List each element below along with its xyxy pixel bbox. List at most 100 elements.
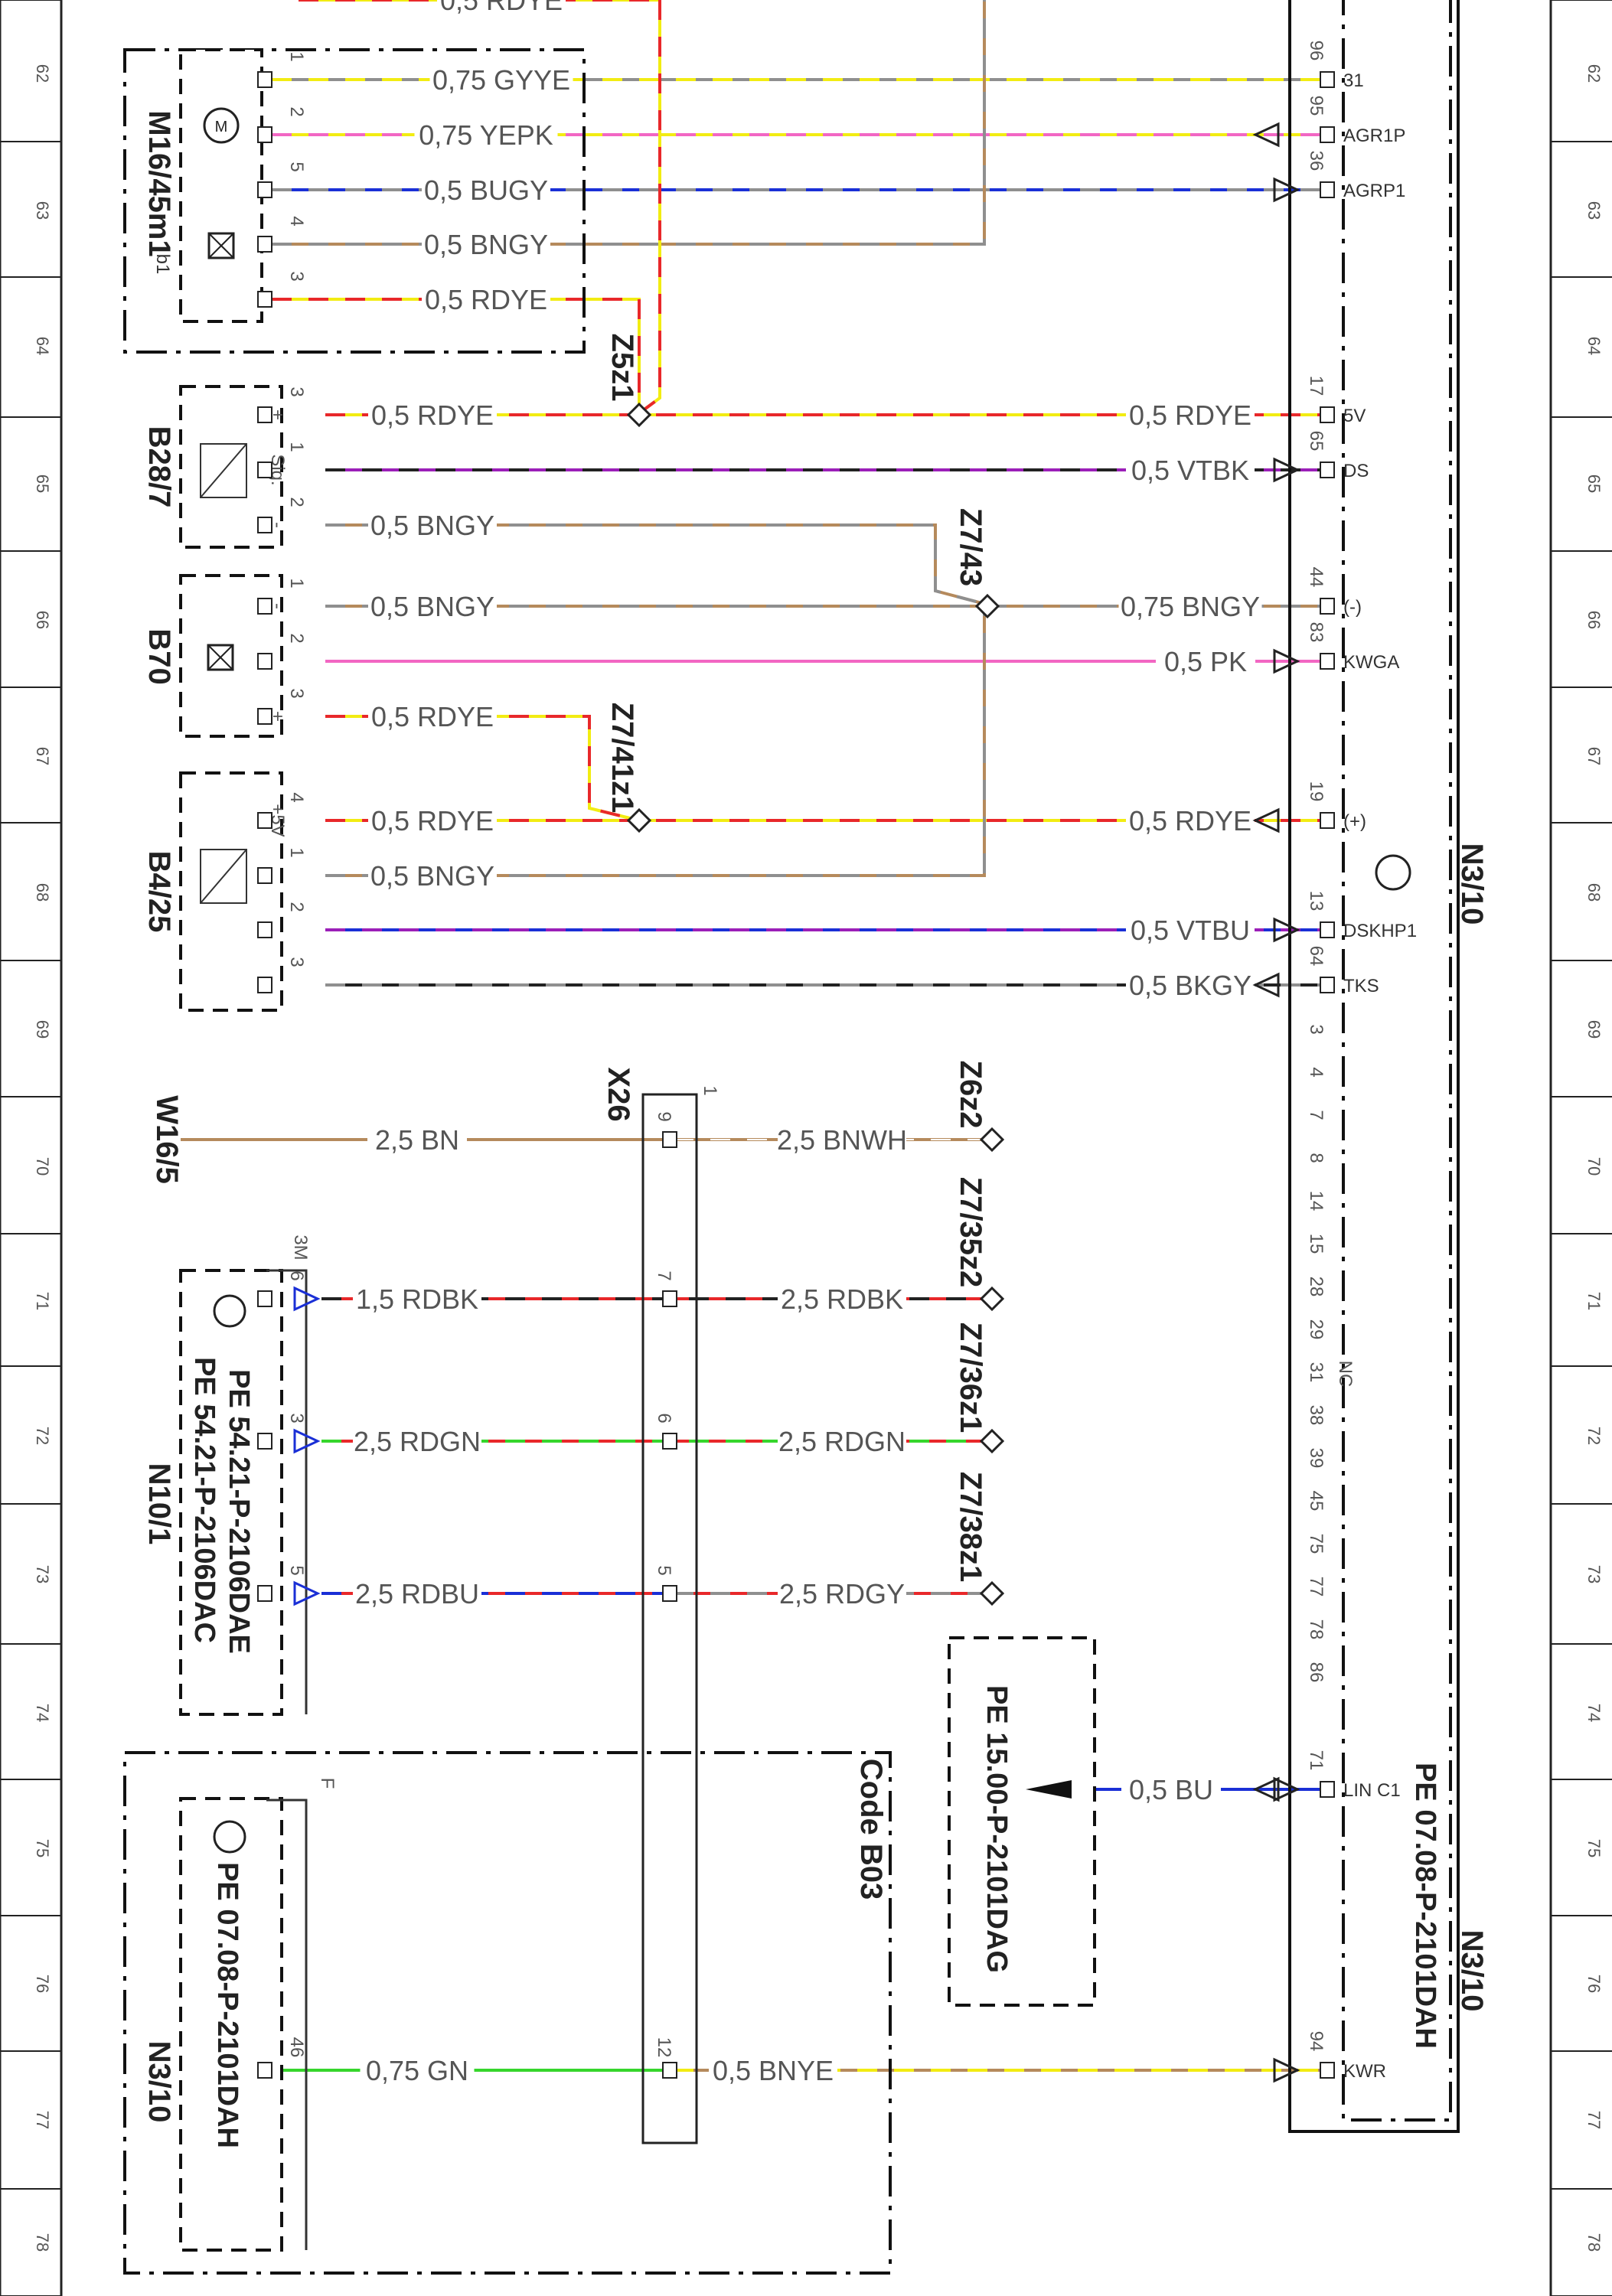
- row-number-right: 71: [1584, 1292, 1604, 1310]
- row-number-left: 77: [33, 2111, 52, 2129]
- wire-label: 2,5 RDBU: [355, 1578, 479, 1609]
- n3-10-component: [1288, 0, 1460, 2133]
- label-splice-z7-36z1: Z7/36z1: [954, 1322, 987, 1433]
- component-labels: M16/45m1 b1 B28/7 Sig. + - B70 - + B4/25…: [142, 110, 1489, 2148]
- x26-pin-number: 7: [654, 1270, 674, 1280]
- n3-pin-signal: AGR1P: [1343, 126, 1405, 146]
- row-number-right: 64: [1584, 337, 1604, 355]
- pressure-sensor-icon: [200, 443, 247, 498]
- connector-pin-number: 3: [286, 271, 307, 281]
- wire-label: 1,5 RDBK: [356, 1283, 478, 1315]
- splice-z7-35z2-node: [979, 1286, 1005, 1312]
- n3-pin-signal: KWGA: [1343, 652, 1399, 673]
- wire-label: 2,5 RDGN: [354, 1426, 481, 1457]
- connector-pin-number: 3: [286, 386, 307, 396]
- label-w16: W16/5: [150, 1095, 184, 1184]
- x26-pin-number: 12: [654, 2037, 674, 2058]
- nc-pin-number: 75: [1306, 1534, 1326, 1554]
- n3-pin-number: 19: [1306, 781, 1326, 802]
- x26-connector: [641, 1093, 698, 2144]
- n3-pin-number: 64: [1306, 946, 1326, 967]
- row-number-right: 76: [1584, 1975, 1604, 1993]
- wire-label: 0,5 RDYE: [1129, 805, 1251, 837]
- x26-pin-number: 9: [654, 1111, 674, 1121]
- nc-pin-number: 86: [1306, 1662, 1326, 1683]
- connector-pin-number: 2: [286, 633, 307, 643]
- wire-label: 0,5 PK: [1164, 646, 1247, 677]
- label-m16: M16/45m1: [142, 110, 176, 256]
- wire-label: 0,5 BNGY: [370, 510, 494, 541]
- connector-pin-number: 1: [286, 847, 307, 857]
- connector-pin-number: 46: [286, 2037, 307, 2058]
- nc-pin-number: 28: [1306, 1277, 1326, 1297]
- x26-pin-number: 6: [654, 1413, 674, 1423]
- wire-label: 0,5 BNGY: [424, 229, 548, 260]
- wire-label: 0,75 GYYE: [432, 64, 570, 96]
- connector-pin-number: 1: [286, 442, 307, 452]
- pin-arrows: [293, 122, 1300, 2083]
- label-b28-minus: -: [267, 522, 288, 528]
- connector-pin-number: 2: [286, 902, 307, 912]
- label-x26: X26: [602, 1067, 635, 1121]
- ground-point-icon: [213, 1820, 246, 1854]
- nc-pin-number: 39: [1306, 1448, 1326, 1469]
- nc-pin-number: 29: [1306, 1319, 1326, 1340]
- wire-label: 0,5 BNGY: [370, 860, 494, 892]
- nc-pin-number: 45: [1306, 1491, 1326, 1512]
- n3-pin-number: 71: [1306, 1750, 1326, 1771]
- row-number-left: 63: [33, 201, 52, 220]
- x26-pin-number: 5: [654, 1565, 674, 1575]
- row-number-right: 65: [1584, 475, 1604, 493]
- x26-pin-labels: 9 7 6 5 12: [654, 1111, 677, 2079]
- sensor-icon: [207, 232, 235, 259]
- wire-bngy-b4: [325, 606, 986, 877]
- splice-z6z2-node: [979, 1127, 1005, 1153]
- n3-pin-number: 44: [1306, 567, 1326, 588]
- wire-label: 0,5 BU: [1129, 1774, 1213, 1805]
- connector-pin-number: 1: [286, 578, 307, 588]
- crank-sensor-icon: [207, 644, 234, 671]
- row-number-right: 69: [1584, 1020, 1604, 1039]
- wire-rdye-vertical: [638, 0, 661, 415]
- nc-pin-number: 15: [1306, 1234, 1326, 1254]
- wire-label: 0,5 BNGY: [370, 591, 494, 622]
- wire-label: 2,5 BNWH: [777, 1124, 907, 1156]
- n3-pin-signal: 31: [1343, 70, 1364, 91]
- connector-pin-number: 6: [286, 1270, 307, 1280]
- row-number-left: 67: [33, 747, 52, 765]
- n3-pin-signal: KWR: [1343, 2061, 1386, 2082]
- row-number-right: 78: [1584, 2233, 1604, 2252]
- nc-pin-number: 4: [1306, 1067, 1326, 1077]
- label-m16-sub: b1: [152, 254, 173, 275]
- pressure-sensor-icon: [200, 849, 247, 904]
- wire-label: 2,5 RDGN: [778, 1426, 906, 1457]
- label-n10: N10/1: [142, 1463, 176, 1545]
- wire-label: 0,75 BNGY: [1121, 591, 1260, 622]
- label-n3-ref: PE 07.08-P-2101DAH: [1409, 1763, 1441, 2049]
- row-number-left: 73: [33, 1565, 52, 1583]
- wire-label: 0,5 VTBU: [1131, 915, 1250, 946]
- nc-pin-number: 7: [1306, 1110, 1326, 1120]
- wire-label: 0,5 VTBK: [1131, 455, 1249, 486]
- left-row-ruler: [0, 0, 63, 2296]
- motor-icon: [203, 107, 240, 144]
- row-number-left: 78: [33, 2233, 52, 2252]
- row-number-right: 73: [1584, 1565, 1604, 1583]
- nc-pin-number: 14: [1306, 1191, 1326, 1212]
- n10-1-component: [179, 1269, 308, 1716]
- row-number-right: 68: [1584, 883, 1604, 902]
- b4-25-component: [179, 771, 283, 1012]
- row-number-right: 75: [1584, 1839, 1604, 1857]
- wire-label: 0,5 BNYE: [713, 2055, 834, 2086]
- row-number-left: 71: [33, 1292, 52, 1310]
- connector-pin-number: 3: [286, 957, 307, 967]
- row-number-left: 70: [33, 1157, 52, 1176]
- wire-label: 0,5 BKGY: [1129, 970, 1251, 1001]
- splice-z7-38z1-node: [979, 1580, 1005, 1606]
- wire-label: 2,5 RDBK: [781, 1283, 903, 1315]
- nc-pin-number: 78: [1306, 1619, 1326, 1640]
- label-n10-conn: 3M: [290, 1234, 311, 1260]
